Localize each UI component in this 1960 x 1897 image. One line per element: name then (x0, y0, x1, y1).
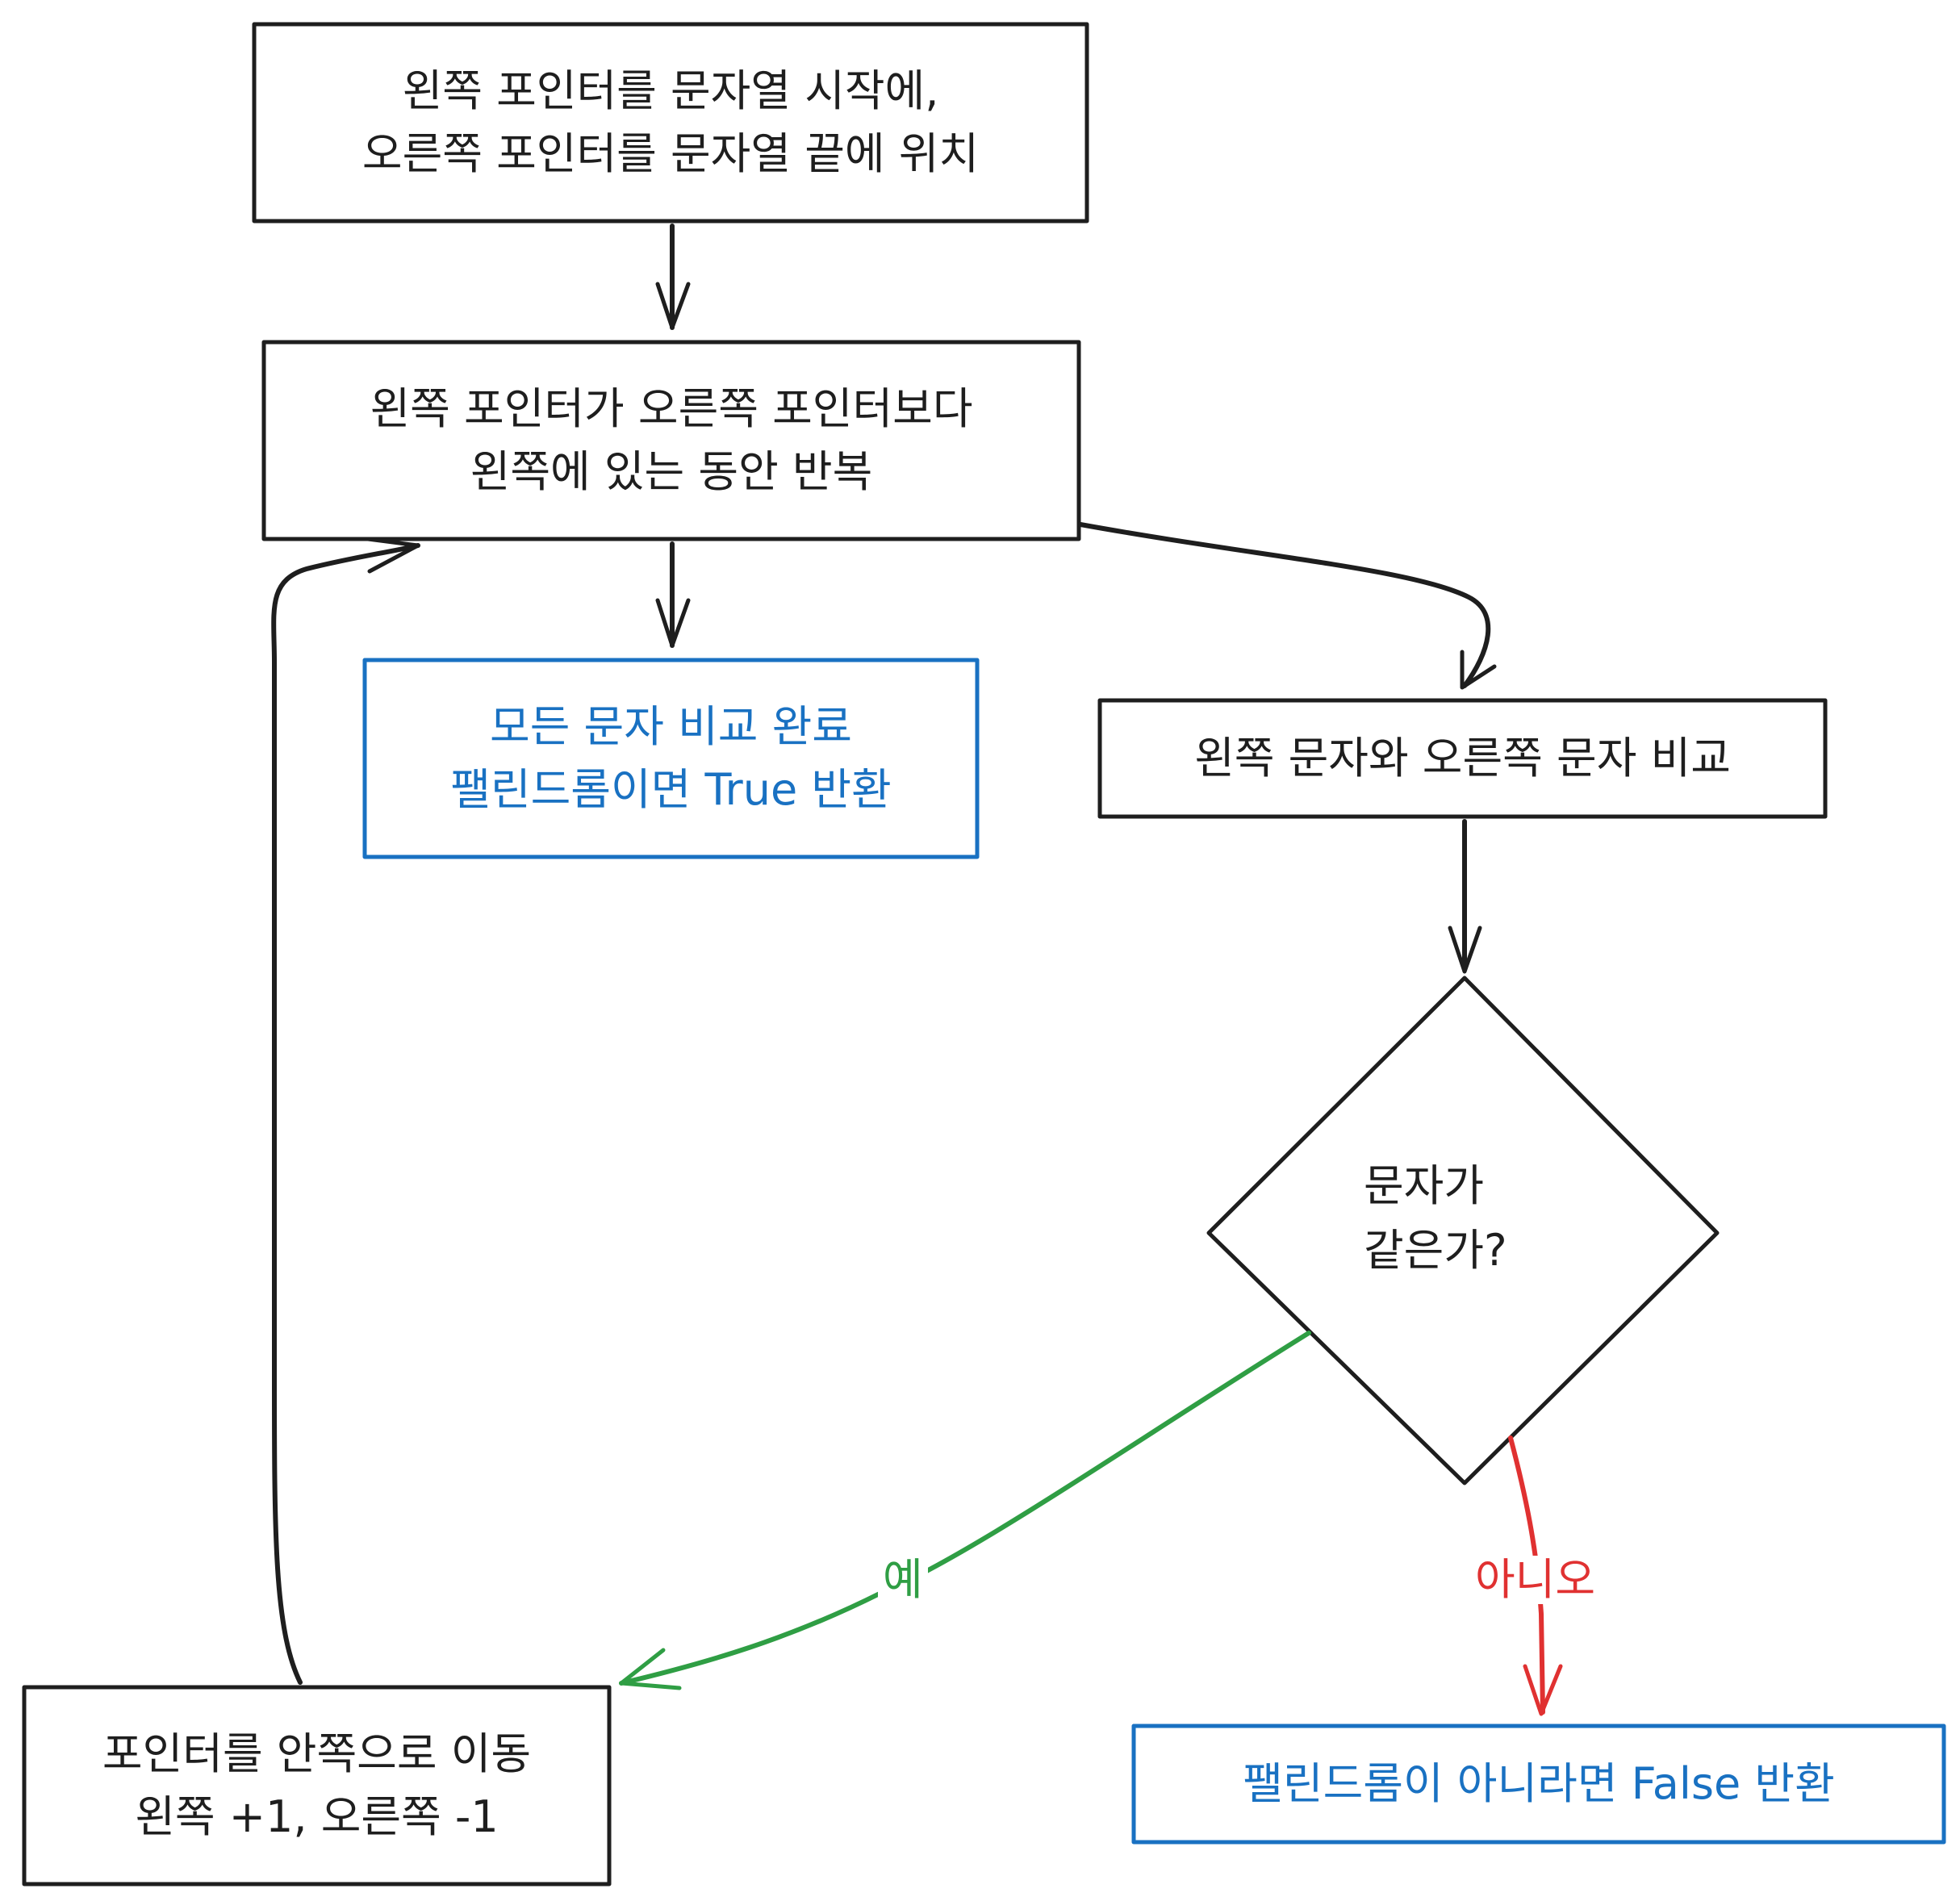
done-result-box: 모든 문자 비교 완료 팰린드롬이면 True 반환 (365, 660, 977, 857)
arrowhead-compare-to-decision (1448, 926, 1482, 974)
no-edge-label: 아니오 (1470, 1556, 1601, 1604)
arrowhead-decision-no (1523, 1664, 1563, 1716)
decision-line-2: 같은가? (1364, 1225, 1507, 1276)
decision-diamond (1206, 976, 1720, 1485)
compare-box-outline (1097, 698, 1828, 819)
move-step-box: 포인터를 안쪽으로 이동 왼쪽 +1, 오른쪽 -1 (24, 1687, 609, 1884)
decision-line-1: 문자가 (1364, 1160, 1485, 1211)
arrow-move-to-loop (271, 543, 420, 1685)
loop-box-outline (261, 340, 1081, 541)
done-result-line-1: 모든 문자 비교 완료 (490, 701, 852, 752)
arrowhead-init-to-loop (655, 282, 691, 330)
compare-step-box: 왼쪽 문자와 오른쪽 문자 비교 (1100, 700, 1825, 817)
move-step-line-2: 왼쪽 +1, 오른쪽 -1 (135, 1791, 499, 1842)
compare-step-line-1: 왼쪽 문자와 오른쪽 문자 비교 (1194, 733, 1731, 783)
init-step-line-2: 오른쪽 포인터를 문자열 끝에 위치 (361, 128, 980, 179)
done-box-outline (362, 658, 980, 859)
arrowhead-decision-yes (619, 1648, 682, 1690)
init-box-outline (252, 22, 1089, 224)
done-result-line-2: 팰린드롬이면 True 반환 (450, 764, 892, 815)
arrowhead-loop-to-compare (1460, 650, 1497, 690)
false-box-outline (1131, 1724, 1946, 1845)
arrow-decision-yes (619, 1331, 1311, 1686)
loop-step-line-1: 왼쪽 포인터가 오른쪽 포인터보다 (370, 383, 973, 434)
decision-text: 문자가 같은가? (1364, 1154, 1573, 1283)
arrow-loop-to-compare (1078, 522, 1491, 688)
yes-edge-label: 예 (878, 1556, 928, 1604)
move-box-outline (22, 1685, 612, 1887)
false-result-line-1: 팰린드롬이 아니라면 False 반환 (1243, 1758, 1835, 1809)
false-result-box: 팰린드롬이 아니라면 False 반환 (1134, 1726, 1944, 1842)
move-step-line-1: 포인터를 안쪽으로 이동 (102, 1728, 532, 1779)
loop-step-box: 왼쪽 포인터가 오른쪽 포인터보다 왼쪽에 있는 동안 반복 (264, 342, 1079, 539)
arrowhead-move-to-loop (366, 537, 420, 574)
loop-step-line-2: 왼쪽에 있는 동안 반복 (470, 446, 873, 497)
init-step-line-1: 왼쪽 포인터를 문자열 시작에, (402, 65, 939, 116)
init-step-box: 왼쪽 포인터를 문자열 시작에, 오른쪽 포인터를 문자열 끝에 위치 (254, 24, 1087, 221)
arrowhead-loop-to-done (655, 598, 691, 648)
